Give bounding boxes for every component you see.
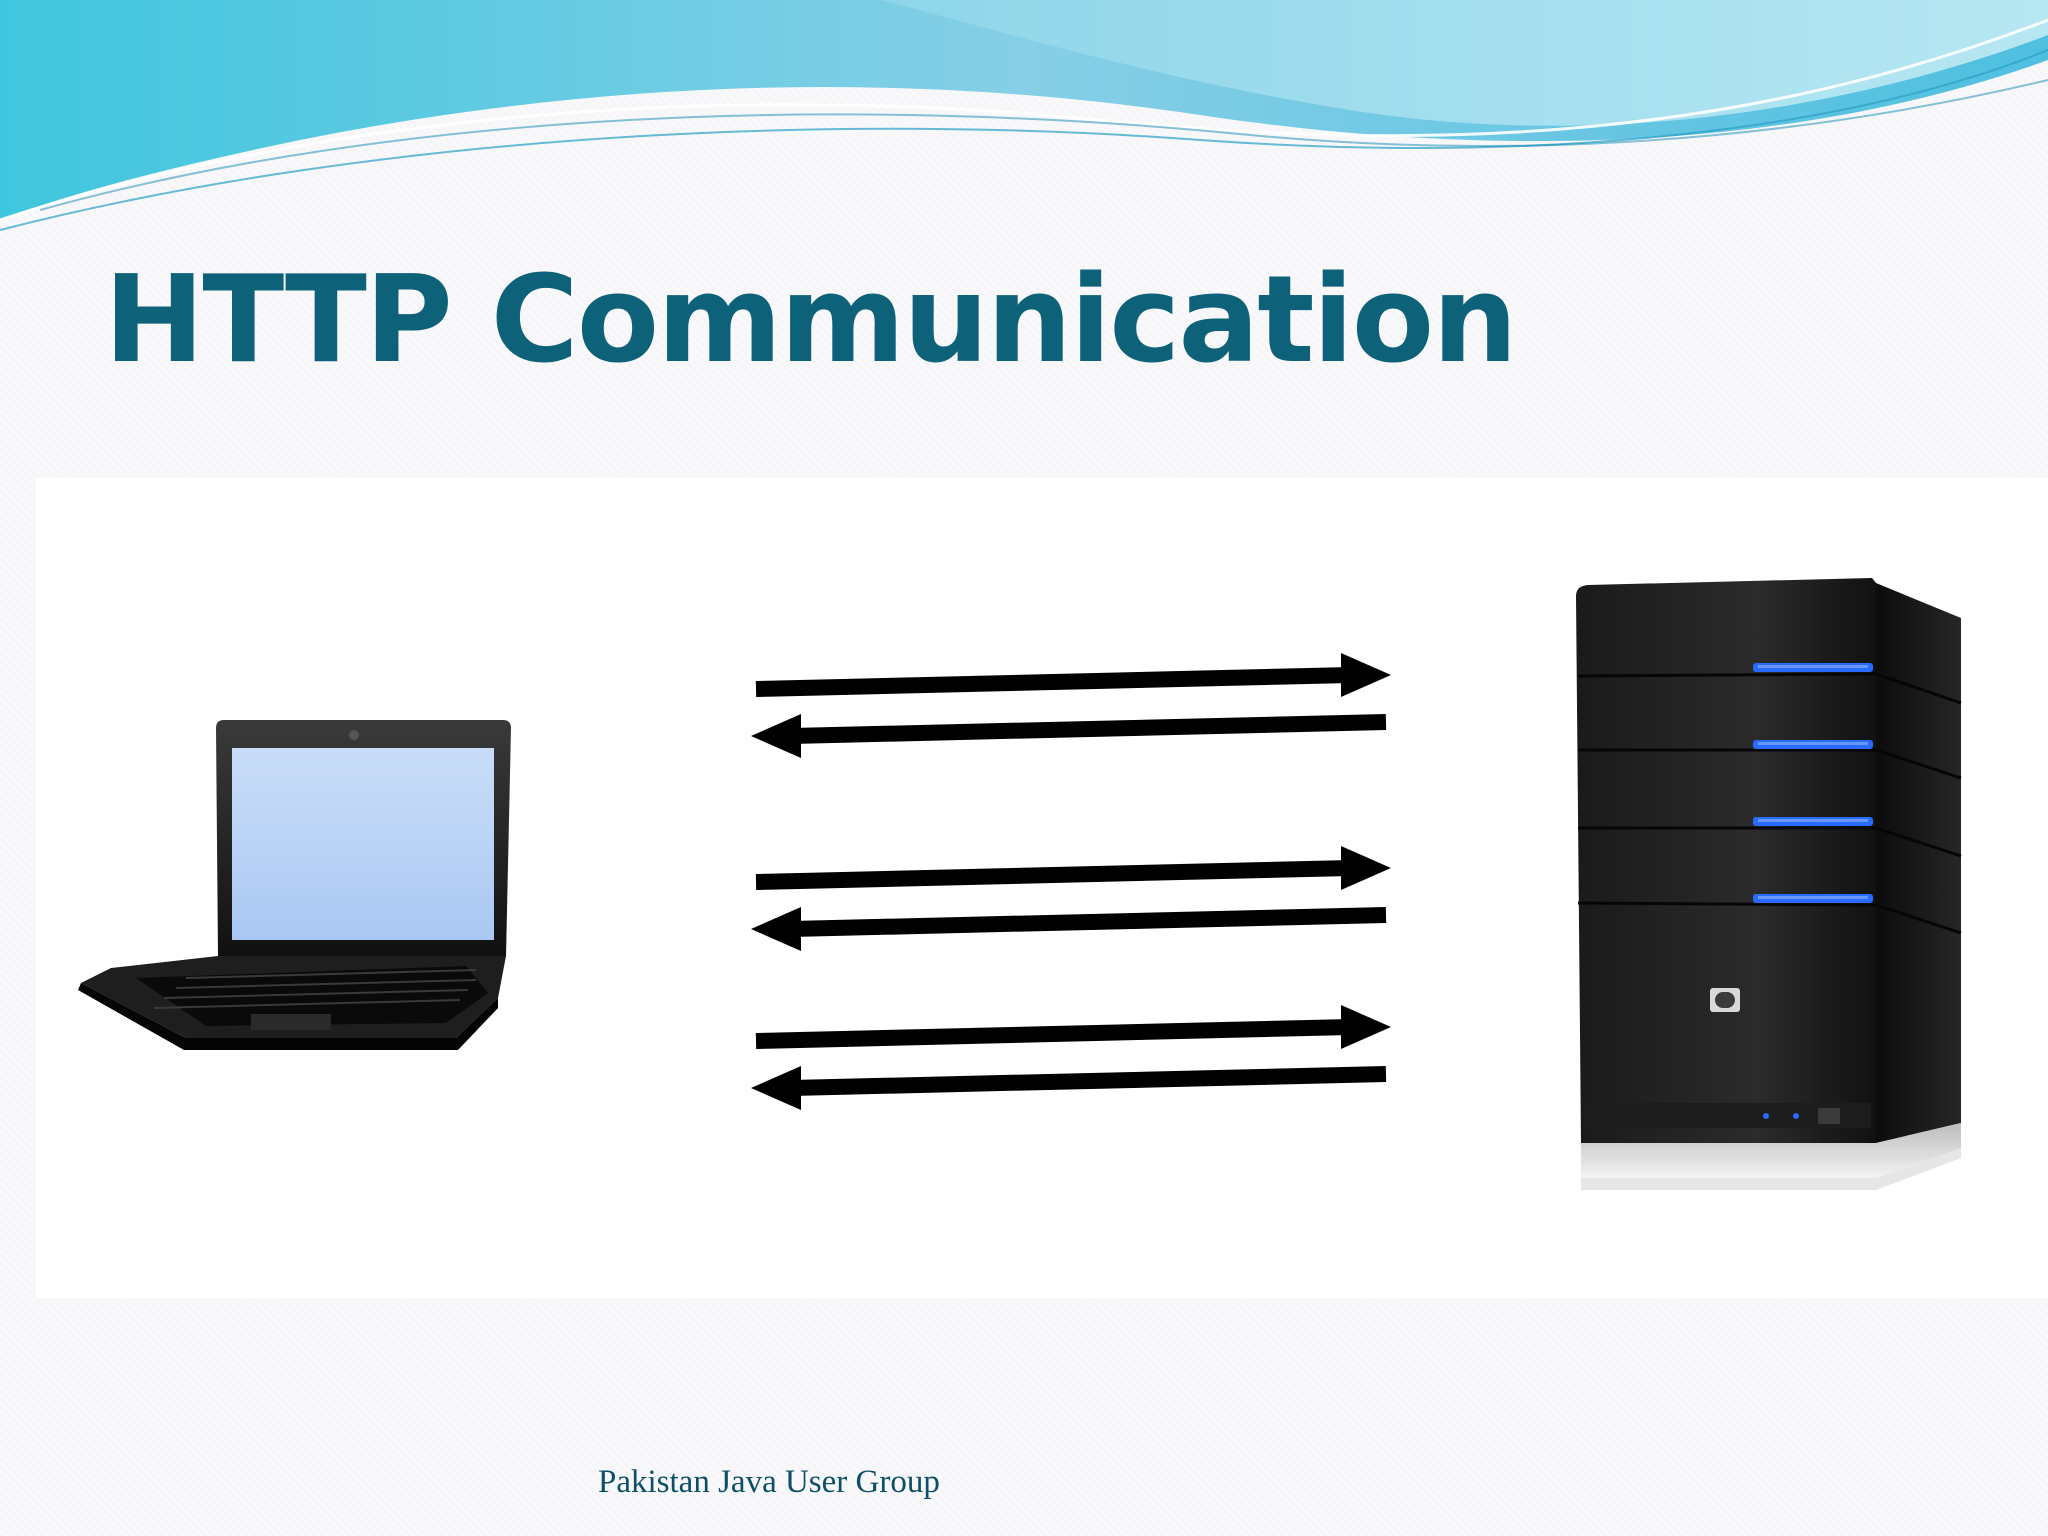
arrow-head-right: [1341, 653, 1391, 697]
arrow-left: [790, 1066, 1387, 1096]
arrow-right: [755, 860, 1352, 890]
arrow-head-left: [751, 907, 801, 951]
http-diagram: [78, 578, 1962, 1190]
footer-text: Pakistan Java User Group: [598, 1464, 940, 1500]
slide-title: HTTP Communication: [104, 251, 1518, 390]
arrow-head-left: [751, 714, 801, 758]
wave-header-decoration: [0, 0, 2048, 231]
server-tower-icon: [1576, 578, 1962, 1190]
arrow-right: [755, 667, 1352, 697]
arrow-left: [790, 714, 1387, 744]
laptop-icon: [78, 720, 511, 1050]
arrow-head-left: [751, 1066, 801, 1110]
arrow-right: [755, 1019, 1352, 1049]
arrow-head-right: [1341, 846, 1391, 890]
arrow-group: [751, 653, 1391, 1110]
arrow-left: [790, 907, 1387, 937]
arrow-head-right: [1341, 1005, 1391, 1049]
